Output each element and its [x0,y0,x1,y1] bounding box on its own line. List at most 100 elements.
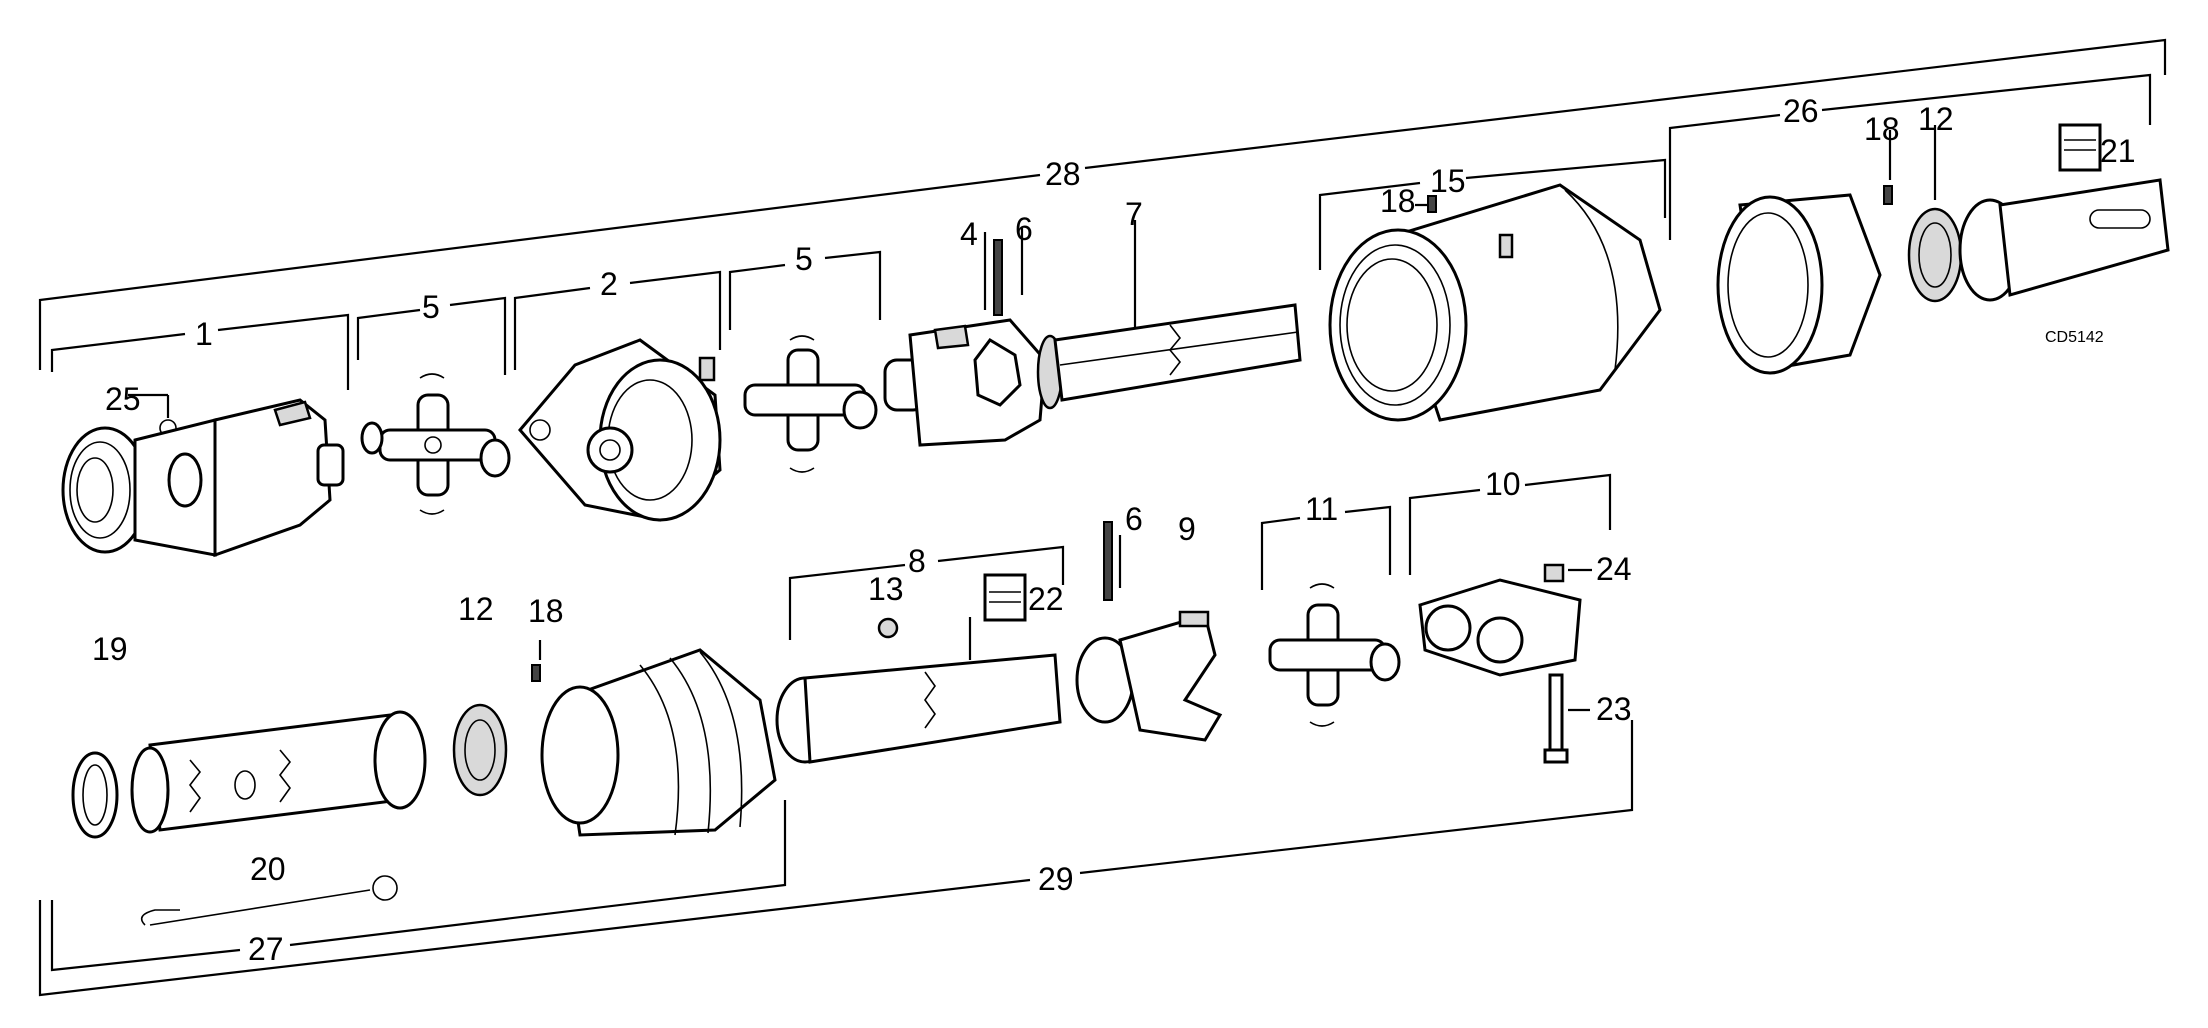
bracket-29-left [38,878,1031,997]
part-22-label [983,573,1027,622]
label-2: 2 [600,266,618,302]
tube-groove [1059,331,1299,366]
label-13: 13 [868,571,904,607]
bracket-10-left [1408,488,1481,575]
part-9-yoke [1118,613,1223,742]
inner-yoke-cross [933,324,970,350]
part-1-yoke [61,398,345,558]
label-26: 26 [1783,93,1819,129]
clip-top-r [789,335,815,341]
part-15-guard-cone [1328,183,1662,422]
bracket-11-right [1344,505,1392,575]
lower-left-parts [71,648,777,926]
label-11: 11 [1305,491,1338,527]
cross11-cap [1369,642,1401,682]
cone-mouth-core [1346,258,1438,392]
bracket-28-right [1084,38,2167,170]
bracket-1-left [50,332,186,372]
cone-mouth-c [540,685,620,825]
bearing-inner-b [464,719,496,781]
part-13-nipple [877,617,899,639]
label-5b: 5 [795,241,813,277]
label-5a: 5 [422,289,440,325]
part-5-cross-right [743,335,878,473]
chain-ring [372,875,398,901]
cross-center [424,436,442,454]
label-12b: 12 [458,591,494,627]
bracket-27-right [289,800,787,947]
cone-mouth-inner [1339,244,1451,406]
yoke-hole [167,452,203,508]
part-24-nut [1543,563,1565,583]
bracket-2-right [629,270,722,350]
part-7-profile-tube [1053,303,1302,402]
yoke-collar-core [76,457,114,523]
bracket-lines [38,38,2167,997]
cap-right [479,438,511,478]
part-27-tube [148,713,402,832]
label-28: 28 [1045,156,1081,192]
housing-bore [599,439,621,461]
bracket-1-right [217,313,350,390]
flange-hole-a [529,419,551,441]
grease-nipple [698,356,716,382]
yoke10-eye-b [1476,616,1524,664]
label-29: 29 [1038,861,1074,897]
clip-top [419,373,445,379]
cone-mouth-outer [1328,228,1468,422]
tube-slot [2089,209,2151,229]
part-21-label [2058,123,2102,172]
bracket-29-right [1079,720,1634,875]
label-6b: 6 [1125,501,1143,537]
label-6a: 6 [1015,211,1033,247]
yoke9-lug [1178,610,1210,628]
bracket-2-left [513,286,591,370]
label-8: 8 [908,543,926,579]
yoke-body [213,398,332,558]
label-4: 4 [960,216,978,252]
inner-yoke-profile [973,338,1022,407]
guard-mouth-inner [1727,212,1809,358]
bearing-inner-a [1918,222,1952,288]
bracket-27-left [50,900,241,972]
bracket-26-left [1668,113,1781,240]
tube8-break [924,671,936,729]
clip-bottom-r [789,467,815,473]
bracket-26-right [1821,73,2152,125]
label-27: 27 [248,931,284,967]
part-6-pin [993,239,1003,316]
bracket-15-right [1465,158,1667,218]
label-23: 23 [1596,691,1632,727]
bracket-5b-left [728,263,786,330]
label-25: 25 [105,381,141,417]
cone-rib-b [669,657,712,834]
tube-break [1168,324,1182,376]
diagram-code: CD5142 [2045,329,2104,346]
label-1: 1 [195,316,213,352]
outer-tube [1998,178,2170,297]
part-26-guard-tube: CD5142 [1716,123,2170,375]
callout-labels: 28 1 5 2 5 4 6 7 25 18 15 26 18 12 21 8 … [92,93,2136,967]
bracket-15-left [1318,181,1421,270]
part-4-inner-yoke [883,239,1302,447]
part-12-bearing-b [452,703,508,797]
bracket-8-left [788,563,906,640]
label-20: 20 [250,851,286,887]
bracket-8-right [937,545,1065,585]
guard-mouth [1716,195,1824,375]
part-18-screw-a [1427,195,1437,213]
part-19-ring [71,751,119,839]
lower-right-parts [775,521,1582,764]
part-2-housing [518,338,722,522]
label-18c: 18 [528,593,564,629]
yoke-lug [273,400,312,427]
part-23-bolt [1548,673,1564,757]
yoke-collar-inner [69,441,131,539]
yoke-ear [316,443,345,487]
cap-right-r [842,390,878,430]
label-24: 24 [1596,551,1632,587]
housing-boss [586,426,634,474]
bracket-28-left [38,173,1041,370]
label-19: 19 [92,631,128,667]
cone-rib-a [639,664,680,836]
